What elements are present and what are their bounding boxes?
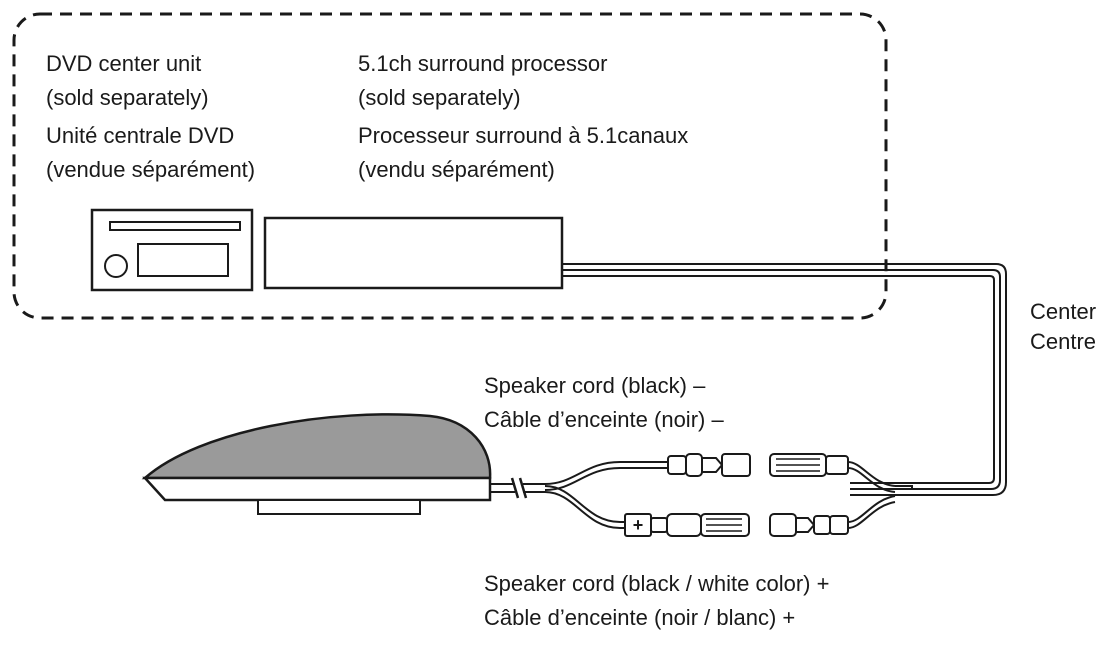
dvd-unit-note-en: (sold separately)	[46, 85, 209, 110]
cord-positive-label-en: Speaker cord (black / white color) +	[484, 571, 830, 596]
dvd-unit-note-fr: (vendue séparément)	[46, 157, 256, 182]
cord-negative-label-en: Speaker cord (black) –	[484, 373, 706, 398]
mating-connector-lower-icon	[769, 495, 896, 537]
dvd-center-unit-icon	[90, 208, 254, 292]
positive-connector-icon	[624, 513, 750, 537]
processor-name-en: 5.1ch surround processor	[358, 51, 608, 76]
surround-processor-icon	[263, 216, 564, 290]
center-output-label-en: Center	[1030, 299, 1097, 324]
processor-name-fr: Processeur surround à 5.1canaux	[358, 123, 689, 148]
center-output-cable	[562, 263, 1007, 496]
connector-to-cable-link	[850, 485, 913, 490]
cord-negative-label-fr: Câble d’enceinte (noir) –	[484, 407, 724, 432]
mating-connector-upper-icon	[769, 453, 896, 493]
processor-note-fr: (vendu séparément)	[358, 157, 555, 182]
dvd-unit-name-fr: Unité centrale DVD	[46, 123, 235, 148]
negative-connector-icon	[667, 453, 751, 477]
speaker-lead	[490, 461, 668, 529]
cord-positive-label-fr: Câble d’enceinte (noir / blanc) +	[484, 605, 796, 630]
center-output-label-fr: Centre	[1030, 329, 1097, 354]
processor-note-en: (sold separately)	[358, 85, 521, 110]
center-speaker-icon	[141, 413, 492, 515]
dvd-unit-name-en: DVD center unit	[46, 51, 202, 76]
sold-separately-enclosure	[12, 12, 888, 320]
plus-mark: +	[633, 515, 644, 535]
